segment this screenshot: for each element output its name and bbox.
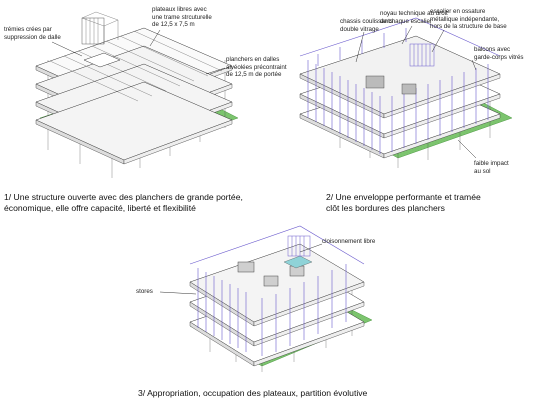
caption-panel-2: 2/ Une enveloppe performante et tramée c… bbox=[326, 192, 481, 213]
panel-3-appropriation-drawing bbox=[159, 225, 373, 372]
label-balcons: balcons avec garde-corps vitrés bbox=[474, 46, 524, 61]
caption-panel-3: 3/ Appropriation, occupation des plateau… bbox=[138, 388, 368, 398]
label-escalier: escalier en ossature métallique indépend… bbox=[430, 8, 507, 31]
water-feature bbox=[283, 255, 313, 269]
label-tremies: trémies crées par suppression de dalle bbox=[4, 26, 61, 41]
panel-2-leaders bbox=[355, 25, 477, 159]
label-cloisonnement: cloisonnement libre bbox=[322, 238, 376, 245]
slab-opening bbox=[83, 52, 121, 68]
envelope-floors bbox=[299, 17, 501, 159]
label-noyau: noyau technique au droit de chaque escal… bbox=[380, 10, 448, 25]
panel-3-leaders bbox=[159, 243, 323, 295]
appropriation-floors bbox=[189, 225, 365, 367]
label-stores: stores bbox=[136, 288, 153, 295]
panel-1-structure-drawing bbox=[35, 11, 239, 178]
label-planchers: planchers en dalles alvéolées précontrai… bbox=[226, 56, 287, 79]
label-plateaux: plateaux libres avec une trame strcuture… bbox=[152, 6, 212, 29]
label-impact: faible impact au sol bbox=[474, 160, 509, 175]
floor-slabs bbox=[35, 11, 233, 165]
label-chassis: chassis coulissants double vitrage bbox=[340, 18, 393, 33]
panel-2-envelope-drawing bbox=[299, 17, 513, 168]
panel-1-leaders bbox=[51, 29, 226, 75]
caption-panel-1: 1/ Une structure ouverte avec des planch… bbox=[4, 192, 243, 213]
technical-core bbox=[365, 75, 385, 89]
technical-core bbox=[401, 83, 417, 95]
